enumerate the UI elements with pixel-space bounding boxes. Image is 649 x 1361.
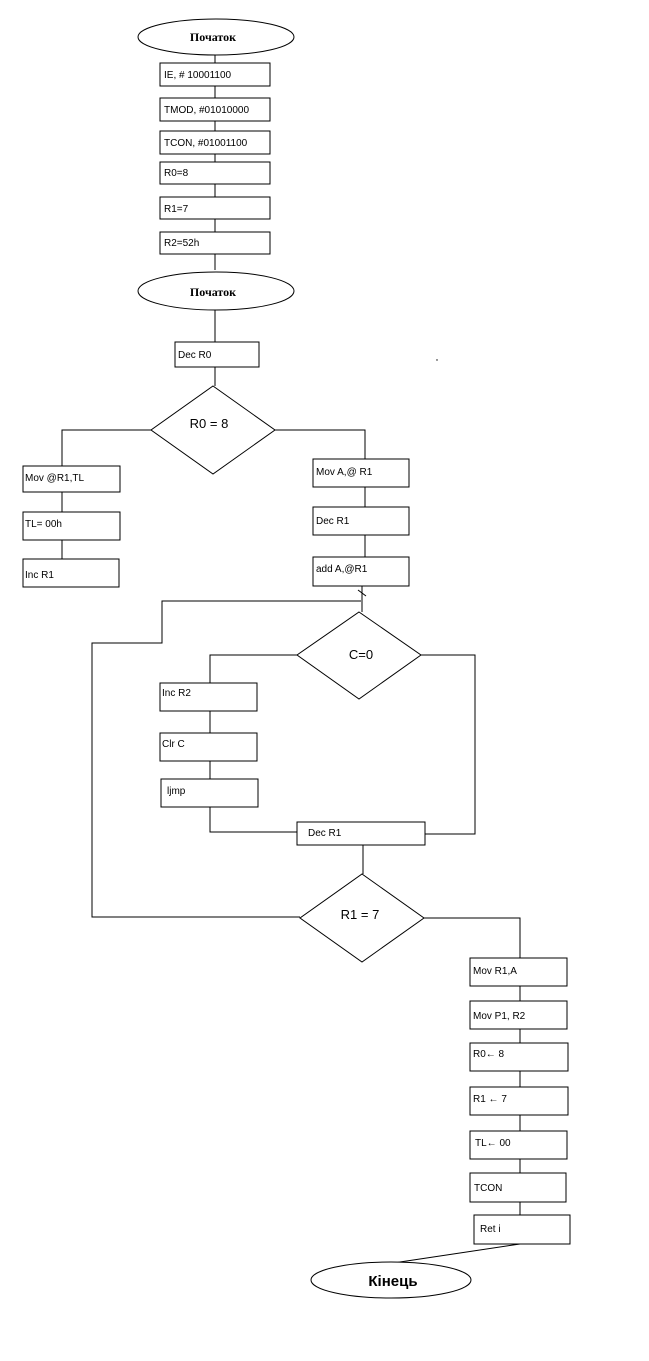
dec-r1-block: Dec R1 [296,821,426,846]
mov-r1-tl-label: Mov @R1,TL [25,473,84,484]
start-label: Початок [190,30,236,44]
r0-set-label: R0← 8 [473,1049,505,1060]
add-a-r1-label: add A,@R1 [316,564,368,575]
r0-init-label: R0=8 [164,168,189,179]
ie-label: IE, # 10001100 [164,70,232,81]
mov-r1-a-label: Mov R1,A [473,966,517,977]
ljmp-label: ljmp [167,786,186,797]
tl-set-label: TL← 00 [475,1138,511,1149]
decision-r0: R0 = 8 [150,385,276,475]
interrupt-start-label: Початок [190,285,236,299]
inc-r2-label: Inc R2 [162,688,191,699]
mov-a-r1-label: Mov A,@ R1 [316,467,373,478]
dec-r1-b-label: Dec R1 [308,828,342,839]
reti-label: Ret i [480,1224,501,1235]
interrupt-start-terminator: Початок [137,271,295,311]
decision-r0-label: R0 = 8 [190,416,229,431]
tmod-label: TMOD, #01010000 [164,105,249,116]
dec-r1-a-label: Dec R1 [316,516,350,527]
carry-branch: Inc R2 Clr C ljmp [159,682,259,808]
left-branch: Mov @R1,TL TL= 00h Inc R1 [22,465,121,588]
init-block: IE, # 10001100 TMOD, #01010000 TCON, #01… [159,62,271,255]
r1-set-label: R1 ← 7 [473,1094,507,1105]
tcon-init-label: TCON, #01001100 [164,138,248,149]
decision-c-label: C=0 [349,647,373,662]
end-label: Кінець [368,1273,417,1290]
stray-dot [436,359,438,361]
dec-r0-block: Dec R0 [174,341,260,368]
r1-init-label: R1=7 [164,204,189,215]
decision-r1-label: R1 = 7 [341,907,380,922]
clr-c-label: Clr C [162,739,185,750]
decision-c: C=0 [296,611,422,700]
r2-init-label: R2=52h [164,238,199,249]
dec-r0-label: Dec R0 [178,350,212,361]
inc-r1-label: Inc R1 [25,570,54,581]
exit-sequence: Mov R1,A Mov P1, R2 R0← 8 R1 ← 7 TL← 00 … [469,957,571,1245]
decision-r1: R1 = 7 [299,873,425,963]
tcon-end-label: TCON [474,1183,502,1194]
right-branch: Mov A,@ R1 Dec R1 add A,@R1 [312,458,410,587]
tl-zero-label: TL= 00h [25,519,62,530]
end-terminator: Кінець [310,1261,472,1299]
start-terminator: Початок [137,18,295,56]
connector-lines [61,54,521,1264]
mov-p1-r2-label: Mov P1, R2 [473,1011,526,1022]
